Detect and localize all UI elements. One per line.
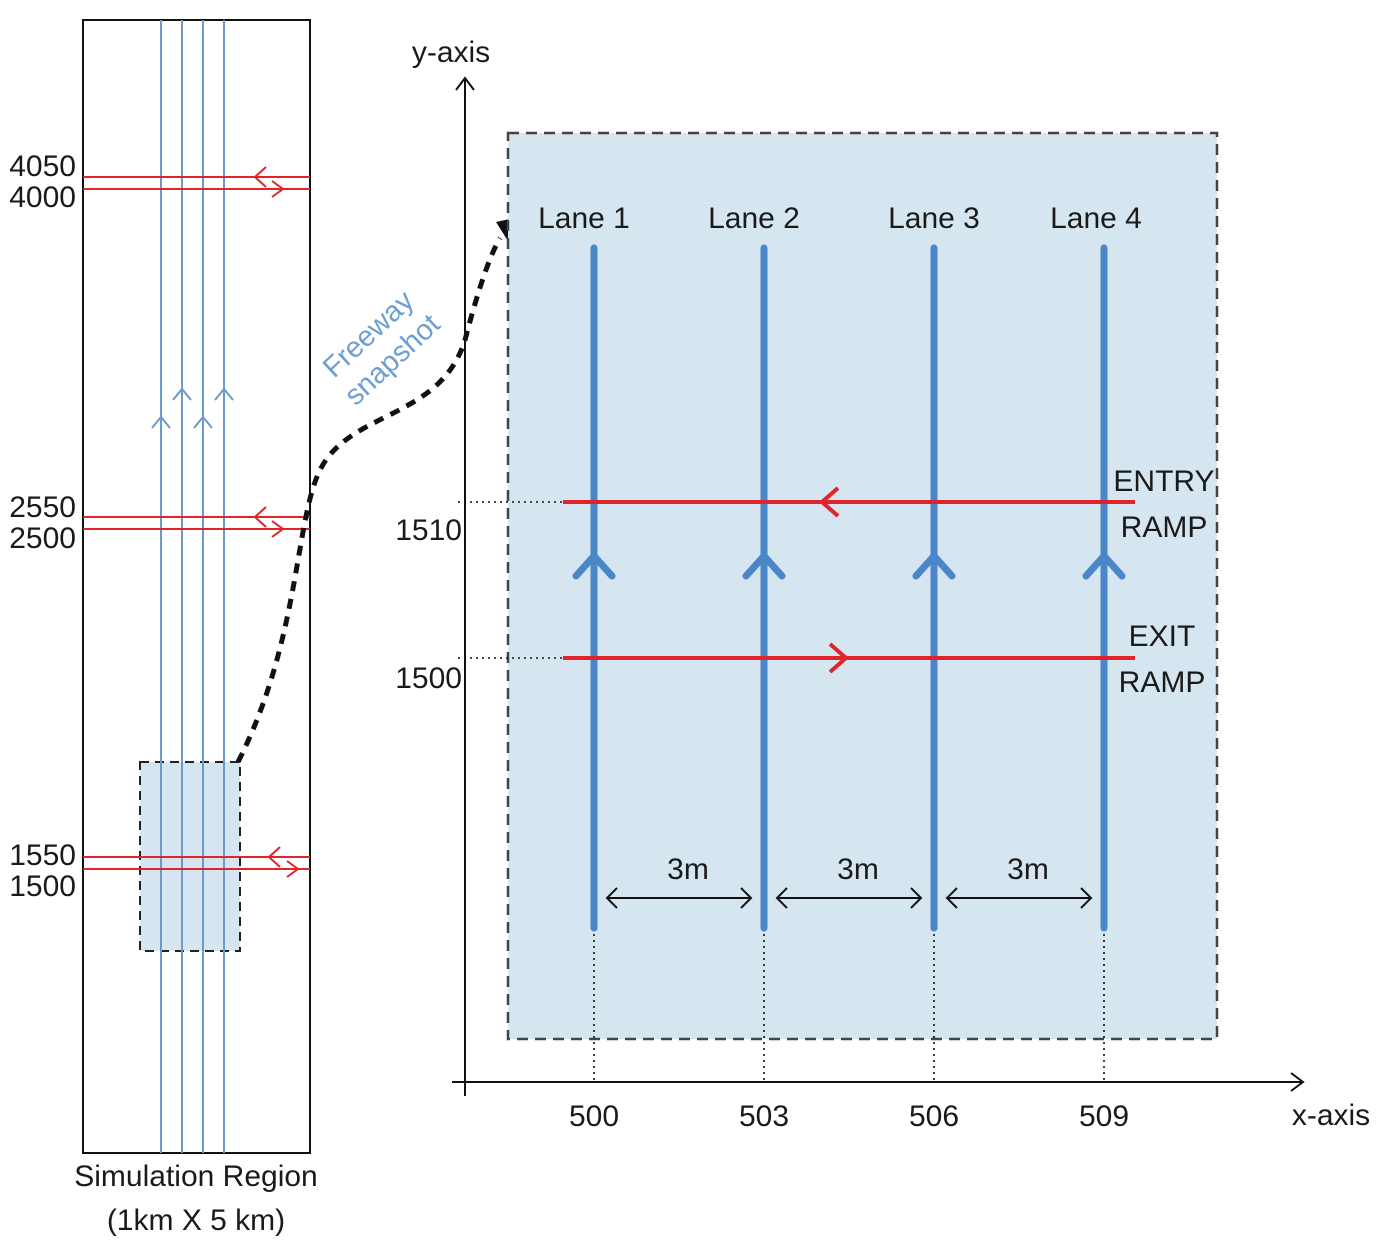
snapshot-curve (235, 236, 503, 764)
x-tick-label: 503 (739, 1100, 789, 1133)
snapshot-connector: Freeway snapshot (235, 218, 514, 764)
x-axis-arrow-icon (1290, 1072, 1305, 1092)
exit-ramp-label-line2: RAMP (1119, 666, 1206, 699)
overview-caption-line2: (1km X 5 km) (107, 1204, 285, 1237)
overview-lane-direction-arrows (151, 387, 234, 429)
up-arrow-icon (912, 552, 956, 580)
y-axis-arrow-icon (455, 76, 475, 91)
overview-tick-label: 2550 (9, 491, 76, 524)
up-arrow-icon (193, 415, 213, 429)
double-arrow-right-icon (1080, 887, 1093, 909)
overview-tick-label: 4000 (9, 181, 76, 214)
overview-tick-label: 1550 (9, 839, 76, 872)
exit-ramp-right-arrow-icon (828, 642, 850, 674)
up-arrow-icon (572, 552, 616, 580)
spacing-dimensions (605, 887, 1093, 909)
guide-lines (458, 501, 1105, 1082)
y-tick-label: 1500 (395, 662, 462, 695)
detail-lanes (590, 244, 1108, 932)
double-arrow-left-icon (775, 887, 788, 909)
x-tick-label: 509 (1079, 1100, 1129, 1133)
double-arrow-left-icon (605, 887, 618, 909)
up-arrow-icon (742, 552, 786, 580)
up-arrow-icon (151, 415, 171, 429)
double-arrow-right-icon (740, 887, 753, 909)
overview-tick-label: 2500 (9, 522, 76, 555)
detail-ramps (563, 486, 1135, 674)
spacing-label: 3m (1007, 853, 1049, 886)
right-arrow-icon (271, 180, 285, 198)
up-arrow-icon (1082, 552, 1126, 580)
detail-panel: y-axis x-axis 1510 1500 500 503 506 509 … (395, 36, 1370, 1133)
overview-tick-label: 1500 (9, 870, 76, 903)
lane-label: Lane 3 (888, 202, 980, 235)
right-arrow-icon (286, 860, 300, 878)
exit-ramp-label-line1: EXIT (1129, 620, 1196, 653)
lane-label: Lane 1 (538, 202, 630, 235)
entry-ramp-label-line2: RAMP (1121, 511, 1208, 544)
overview-tick-labels: 4050 4000 2550 2500 1550 1500 (9, 150, 76, 903)
up-arrow-icon (214, 387, 234, 401)
up-arrow-icon (172, 387, 192, 401)
entry-ramp-left-arrow-icon (818, 486, 840, 518)
overview-panel: 4050 4000 2550 2500 1550 1500 Simulation… (9, 19, 318, 1237)
right-arrow-icon (271, 520, 285, 538)
double-arrow-left-icon (945, 887, 958, 909)
left-arrow-icon (253, 166, 267, 188)
simulation-region-box (82, 19, 311, 1154)
y-axis-label: y-axis (412, 36, 490, 69)
detail-zoom-box (506, 131, 1219, 1041)
overview-caption-line1: Simulation Region (74, 1160, 317, 1193)
left-arrow-icon (253, 506, 267, 528)
spacing-label: 3m (667, 853, 709, 886)
overview-ramps (83, 166, 310, 878)
x-tick-label: 500 (569, 1100, 619, 1133)
entry-ramp-label-line1: ENTRY (1113, 465, 1214, 498)
lane-label: Lane 2 (708, 202, 800, 235)
x-axis-label: x-axis (1292, 1099, 1370, 1132)
overview-lanes (160, 20, 225, 1153)
detail-lane-arrows (572, 552, 1126, 580)
x-tick-label: 506 (909, 1100, 959, 1133)
double-arrow-right-icon (910, 887, 923, 909)
spacing-label: 3m (837, 853, 879, 886)
overview-tick-label: 4050 (9, 150, 76, 183)
left-arrow-icon (267, 846, 281, 868)
y-tick-label: 1510 (395, 514, 462, 547)
lane-label: Lane 4 (1050, 202, 1142, 235)
